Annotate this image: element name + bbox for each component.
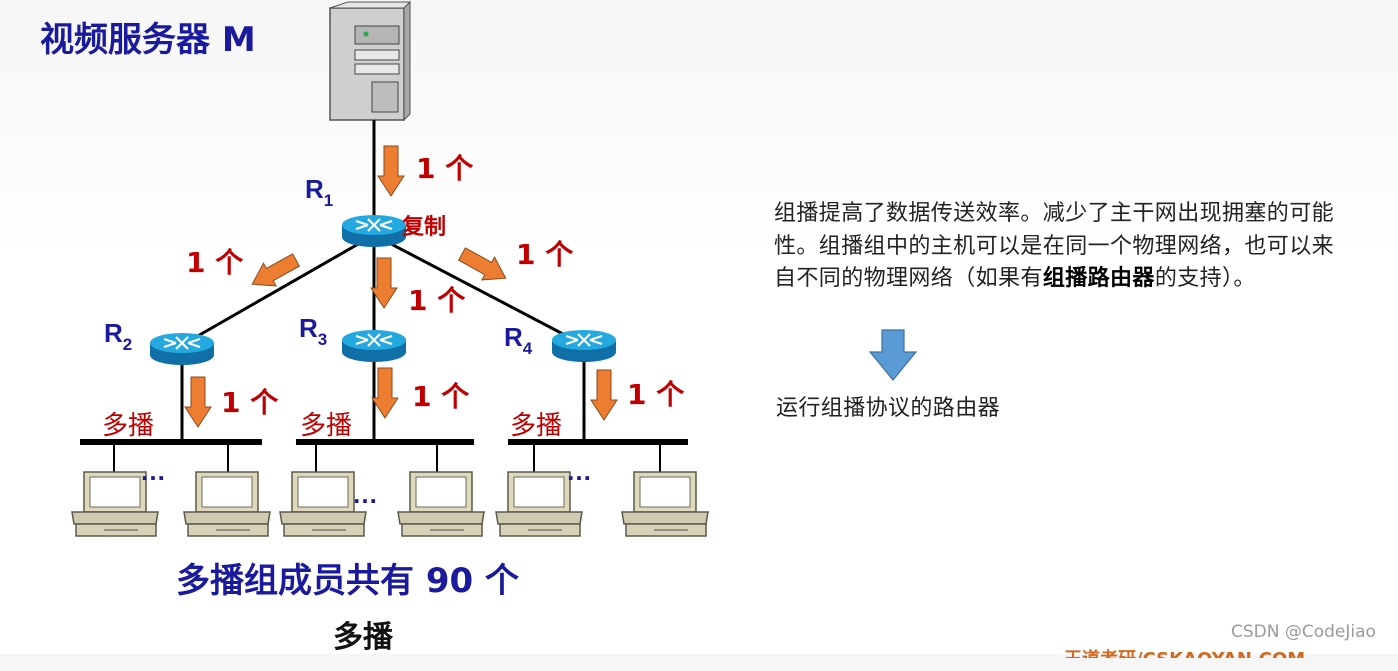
multicast-label: 多播 [102,411,154,441]
flow-arrow-icon [457,247,507,281]
router-r3-label: R3 [299,313,327,349]
result-text: 运行组播协议的路由器 [776,396,1001,421]
flow-arrow-icon [590,369,618,421]
flow-arrow-icon [251,253,301,287]
flow-arrow-icon [377,145,405,197]
description-highlight: 组播路由器 [1042,266,1155,291]
multicast-label: 多播 [300,411,352,441]
flow-label: 1 个 [416,152,474,185]
router-r2-label: R2 [104,318,132,354]
lan-buses [80,439,688,472]
flow-label: 1 个 [627,378,685,411]
router-r4-label: R4 [504,322,533,358]
computer-icon [183,471,271,537]
ellipsis-lan-3: … [566,456,592,486]
figure-caption: 多播 [333,620,393,655]
multicast-label: 多播 [510,411,562,441]
brand-text: 王道考研/CSKAOYAN.COM [1064,649,1306,670]
router-r2-icon [148,331,216,367]
multicast-diagram: … … … R1 R2 R3 R4 1 个 复制 1 个 1 个 1 个 1 个… [71,0,918,537]
router-r3-icon [340,328,408,364]
flow-label: 1 个 [186,246,244,279]
router-r1-icon [340,213,408,249]
description-text: 组播提高了数据传送效率。减少了主干网出现拥塞的可能性。组播组中的主机可以是在同一… [774,201,1335,291]
computer-icon [621,471,709,537]
down-arrow-icon [868,329,918,381]
flow-arrow-icon [184,376,212,428]
copy-label: 复制 [401,214,446,240]
server-icon [329,0,412,122]
router-r1-label: R1 [305,174,333,210]
ellipsis-lan-1: … [140,456,166,486]
router-r4-icon [550,328,618,364]
computer-icon [397,471,485,537]
flow-label: 1 个 [408,284,466,317]
flow-label: 1 个 [221,386,279,419]
flow-label: 1 个 [516,238,574,271]
flow-label: 1 个 [412,380,470,413]
members-count-text: 多播组成员共有 90 个 [176,561,519,601]
watermark: CSDN @CodeJiao [1231,622,1376,642]
page-title: 视频服务器 M [40,20,256,60]
flow-arrow-icon [371,367,399,419]
ellipsis-lan-2: … [352,479,378,509]
